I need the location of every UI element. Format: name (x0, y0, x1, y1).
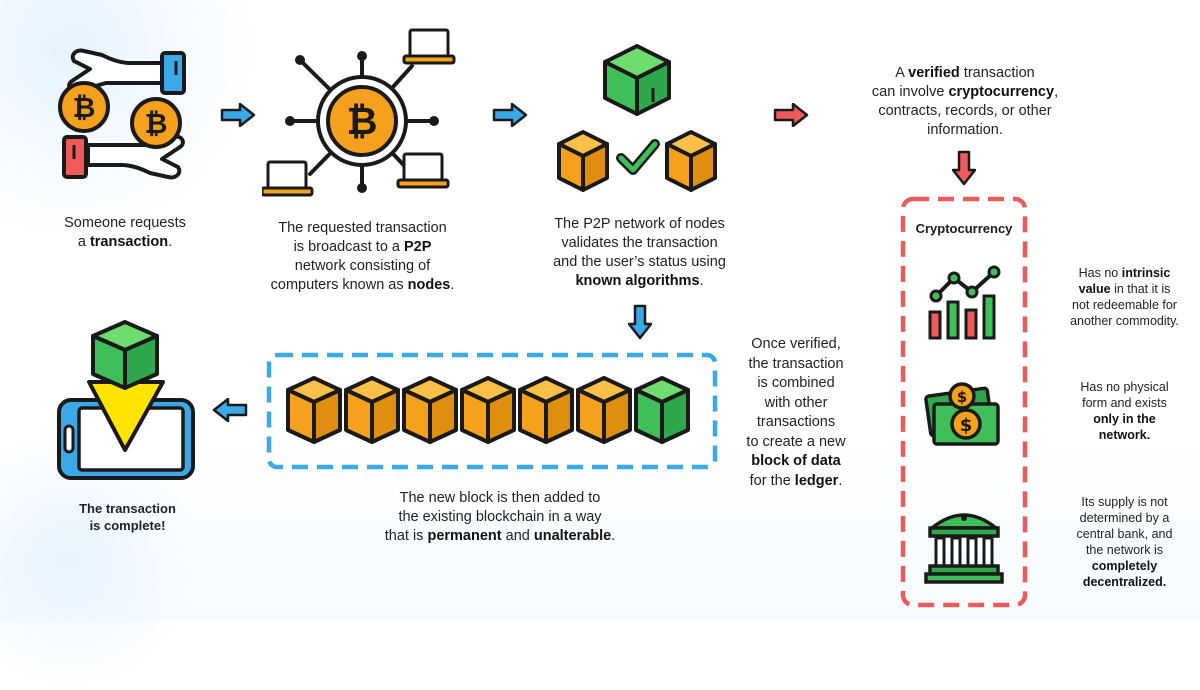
hands-coins-icon: ₿ ₿ (50, 45, 200, 185)
arrow-right-icon (492, 103, 528, 127)
chain-block-cube (402, 376, 458, 444)
chain-block-cube (518, 376, 574, 444)
bank-icon (924, 500, 1004, 584)
crypto-item-2-text: Has no physical form and exists only in … (1080, 380, 1169, 442)
chain-block-cube (576, 376, 632, 444)
svg-text:$: $ (957, 388, 967, 406)
blockchain-icon (286, 374, 696, 446)
chain-block-cube (286, 376, 342, 444)
arrow-left-icon (212, 398, 248, 422)
chain-block-cube (344, 376, 400, 444)
complete-caption: The transaction is complete! (79, 501, 176, 533)
crypto-panel-frame (900, 196, 1028, 608)
arrow-down-red-icon (952, 150, 976, 186)
crypto-panel-title: Cryptocurrency (915, 221, 1013, 236)
arrow-right-icon (220, 103, 256, 127)
crypto-item-1-text: Has no intrinsic value in that it is not… (1070, 266, 1179, 328)
block-note: The new block is then added to the exist… (384, 490, 616, 544)
step4-caption: A verified transaction can involve crypt… (871, 65, 1059, 138)
blockchain-frame (266, 352, 718, 470)
phone-block-icon (55, 318, 200, 483)
new-block-cube (634, 376, 690, 444)
step1-caption: Someone requests a transaction. (64, 215, 186, 250)
crypto-item-3-text: Its supply is not determined by a centra… (1076, 495, 1173, 589)
svg-text:₿: ₿ (145, 107, 168, 140)
svg-text:₿: ₿ (347, 99, 378, 143)
step3-caption: The P2P network of nodes validates the t… (553, 216, 726, 289)
arrow-down-icon (628, 304, 652, 340)
arrow-right-red-icon (773, 103, 809, 127)
chain-block-cube (460, 376, 516, 444)
verified-note: Once verified, the transaction is combin… (746, 336, 846, 489)
chart-icon (924, 262, 1004, 342)
step2-caption: The requested transaction is broadcast t… (270, 220, 455, 293)
svg-text:₿: ₿ (73, 91, 96, 124)
svg-text:$: $ (960, 415, 973, 436)
node-validation-icon (555, 40, 725, 200)
money-icon: $ $ (924, 382, 1004, 452)
bitcoin-network-icon: ₿ (262, 26, 462, 206)
